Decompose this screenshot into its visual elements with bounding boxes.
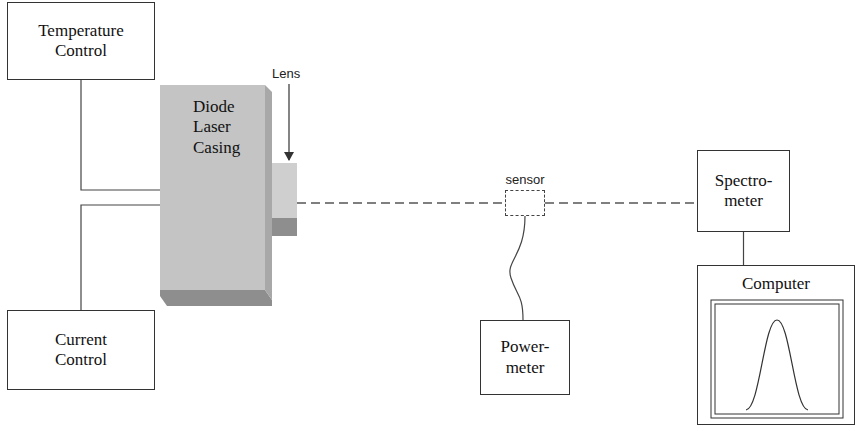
gaussian-curve xyxy=(746,320,808,410)
cable xyxy=(510,216,525,320)
node-label: Spectro- meter xyxy=(711,171,777,212)
node-label: Computer xyxy=(742,274,810,294)
cable xyxy=(81,205,160,310)
lens-leader xyxy=(288,84,289,160)
screen-outer xyxy=(711,300,843,418)
node-label: sensor xyxy=(505,172,544,188)
laser-beam xyxy=(545,202,697,204)
power-meter-box: Power- meter xyxy=(480,320,570,395)
node-label: Current Control xyxy=(41,330,121,371)
casing-side xyxy=(265,85,272,300)
spectrometer-box: Spectro- meter xyxy=(697,150,790,232)
control-box: Current Control xyxy=(7,310,155,390)
control-box: Temperature Control xyxy=(7,2,155,80)
node-label: Diode Laser Casing xyxy=(193,97,255,158)
part-label: Lens xyxy=(272,66,300,82)
screen-inner xyxy=(715,304,839,414)
cable xyxy=(743,232,744,265)
laser-casing: Diode Laser Casing xyxy=(160,85,265,290)
laser-beam xyxy=(297,202,505,204)
lens-base xyxy=(272,218,297,236)
casing-base xyxy=(160,290,272,306)
computer-box: Computer xyxy=(697,265,855,425)
node-label: Power- meter xyxy=(496,337,554,378)
node-label: Temperature Control xyxy=(25,21,137,62)
cable xyxy=(81,80,160,190)
lens-body xyxy=(272,163,297,218)
sensor-box: sensor xyxy=(505,190,545,216)
